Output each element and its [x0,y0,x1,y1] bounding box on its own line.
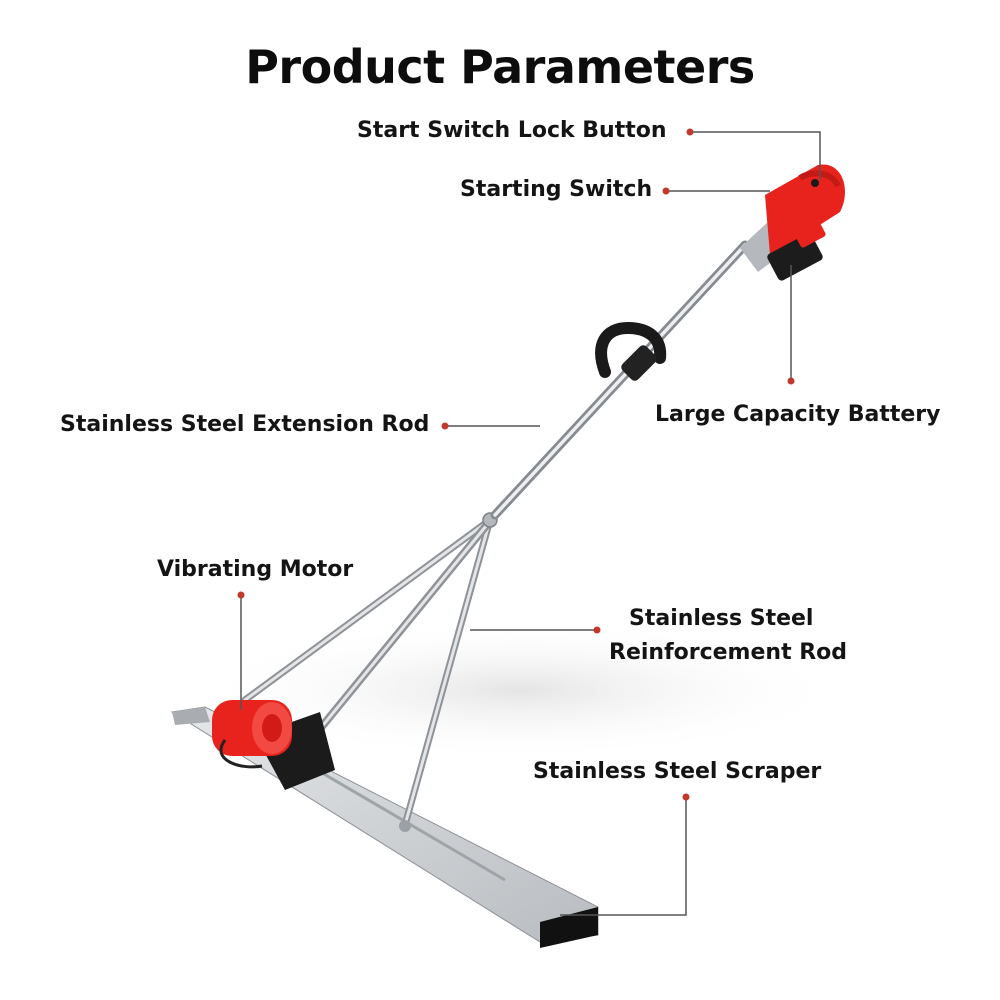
leader-dots [237,128,795,801]
page-title: Product Parameters [245,40,755,94]
label-start-switch-lock-button: Start Switch Lock Button [357,118,667,143]
label-scraper: Stainless Steel Scraper [533,759,822,784]
label-reinforcement-rod: Stainless Steel Reinforcement Rod [609,602,847,670]
label-reinforcement-rod-line2: Reinforcement Rod [609,640,848,666]
support-rods [241,511,499,832]
vibrating-motor-body [212,700,335,790]
label-large-capacity-battery: Large Capacity Battery [655,402,941,427]
label-reinforcement-rod-line1: Stainless Steel [629,606,814,631]
floor-shadow [190,620,850,760]
drill-head [740,164,846,281]
label-vibrating-motor: Vibrating Motor [157,557,354,582]
extension-rod [490,240,750,520]
leader-lines [240,131,821,916]
label-starting-switch: Starting Switch [460,177,653,202]
label-extension-rod: Stainless Steel Extension Rod [60,412,430,437]
mid-handle [595,321,667,381]
